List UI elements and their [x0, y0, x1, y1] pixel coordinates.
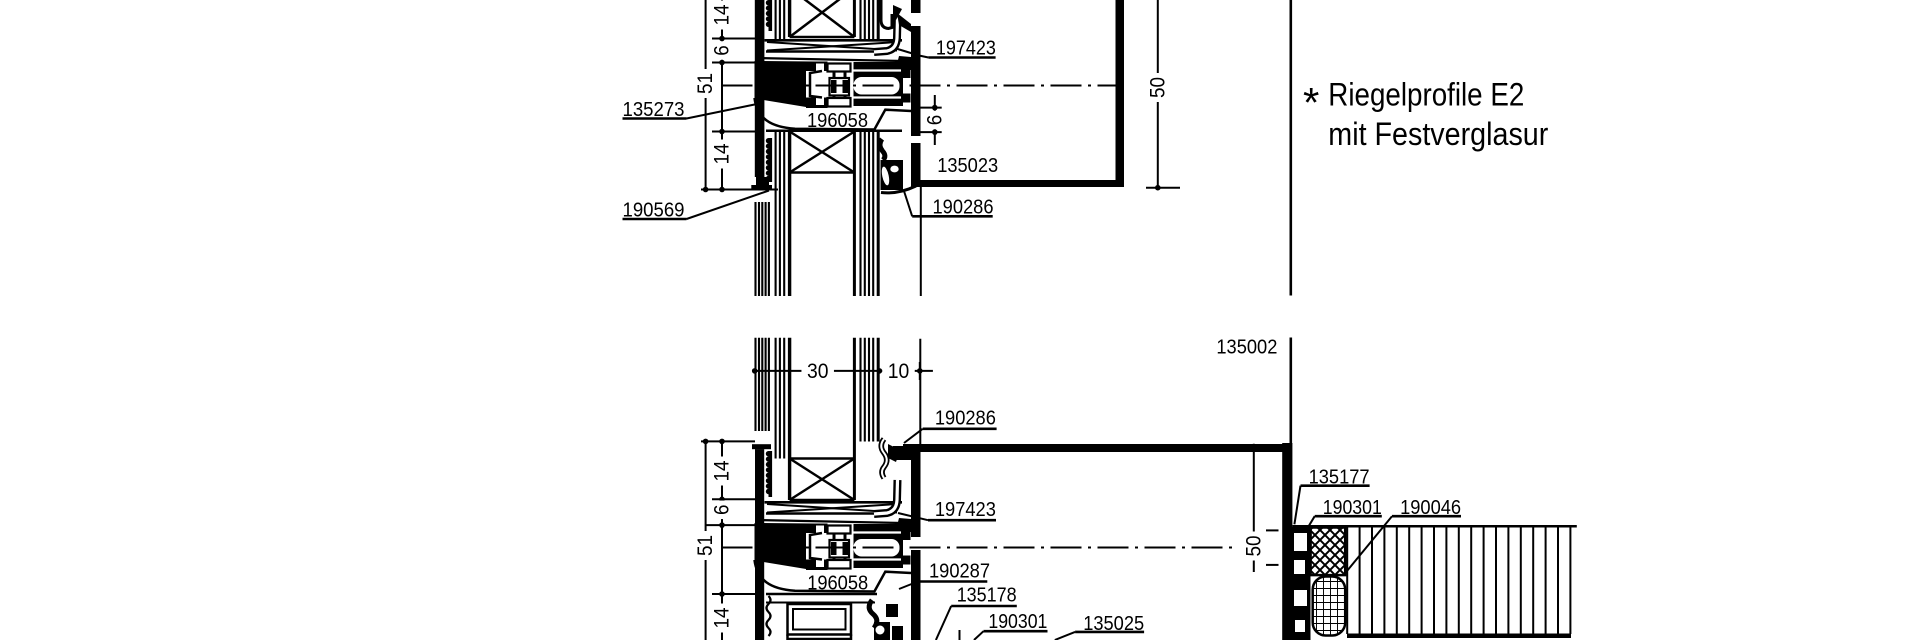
svg-text:6: 6	[923, 115, 946, 126]
svg-text:196058: 196058	[807, 110, 868, 132]
svg-text:196058: 196058	[807, 573, 868, 595]
svg-text:50: 50	[1146, 77, 1169, 98]
svg-text:190569: 190569	[623, 200, 685, 222]
svg-text:135002: 135002	[1216, 337, 1277, 359]
svg-text:135273: 135273	[623, 99, 685, 121]
svg-text:197423: 197423	[936, 38, 996, 60]
svg-text:*: *	[1303, 79, 1319, 126]
svg-text:14: 14	[711, 607, 734, 628]
svg-text:10: 10	[888, 360, 910, 383]
svg-text:51: 51	[694, 535, 717, 556]
svg-text:mit Festverglasur: mit Festverglasur	[1328, 116, 1548, 152]
svg-text:190301: 190301	[988, 611, 1047, 633]
svg-text:190286: 190286	[935, 408, 996, 430]
svg-text:51: 51	[694, 73, 717, 94]
svg-text:190046: 190046	[1400, 497, 1461, 519]
svg-text:50: 50	[1242, 536, 1265, 557]
svg-text:14: 14	[711, 143, 734, 164]
svg-text:190287: 190287	[929, 561, 990, 583]
svg-text:197423: 197423	[935, 499, 996, 521]
svg-text:190286: 190286	[933, 197, 994, 219]
svg-text:Riegelprofile E2: Riegelprofile E2	[1328, 76, 1524, 112]
svg-text:190301: 190301	[1323, 497, 1382, 519]
svg-text:135023: 135023	[937, 155, 998, 177]
svg-text:135177: 135177	[1309, 467, 1370, 489]
svg-text:6: 6	[711, 505, 734, 516]
svg-text:14: 14	[711, 4, 734, 25]
svg-text:135178: 135178	[957, 585, 1017, 607]
svg-text:135025: 135025	[1083, 613, 1144, 635]
svg-text:14: 14	[711, 460, 734, 481]
svg-text:6: 6	[711, 45, 734, 56]
svg-text:30: 30	[807, 360, 829, 383]
